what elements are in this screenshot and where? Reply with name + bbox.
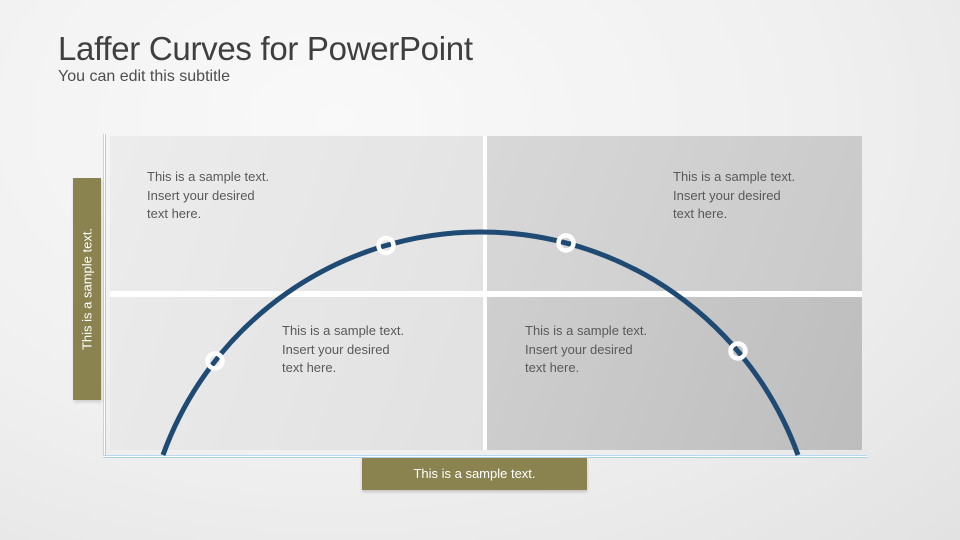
curve-marker-3 bbox=[556, 233, 576, 253]
quadrant-text-top-right: This is a sample text. Insert your desir… bbox=[673, 169, 796, 221]
laffer-curve bbox=[160, 229, 801, 456]
x-axis-label: This is a sample text. bbox=[362, 458, 587, 490]
quadrant-bottom-left bbox=[110, 297, 483, 450]
curve-marker-1 bbox=[205, 351, 225, 371]
y-axis-label-text: This is a sample text. bbox=[79, 227, 95, 351]
slide-subtitle: You can edit this subtitle bbox=[58, 68, 230, 85]
quadrant-bottom-right bbox=[487, 297, 862, 450]
quadrant-top-left bbox=[110, 136, 483, 291]
quadrant-text-top-left: This is a sample text. Insert your desir… bbox=[147, 169, 270, 221]
quadrant-text-bottom-right: This is a sample text. Insert your desir… bbox=[525, 323, 648, 375]
x-axis-line bbox=[103, 455, 867, 458]
curve-marker-2 bbox=[376, 235, 396, 256]
y-axis-line bbox=[103, 134, 106, 458]
quadrant-top-right bbox=[487, 136, 862, 291]
quadrant-text-bottom-left: This is a sample text. Insert your desir… bbox=[282, 323, 405, 375]
slide-title: Laffer Curves for PowerPoint bbox=[58, 30, 473, 67]
curve-marker-4 bbox=[728, 341, 748, 361]
y-axis-label: This is a sample text. bbox=[73, 178, 101, 400]
